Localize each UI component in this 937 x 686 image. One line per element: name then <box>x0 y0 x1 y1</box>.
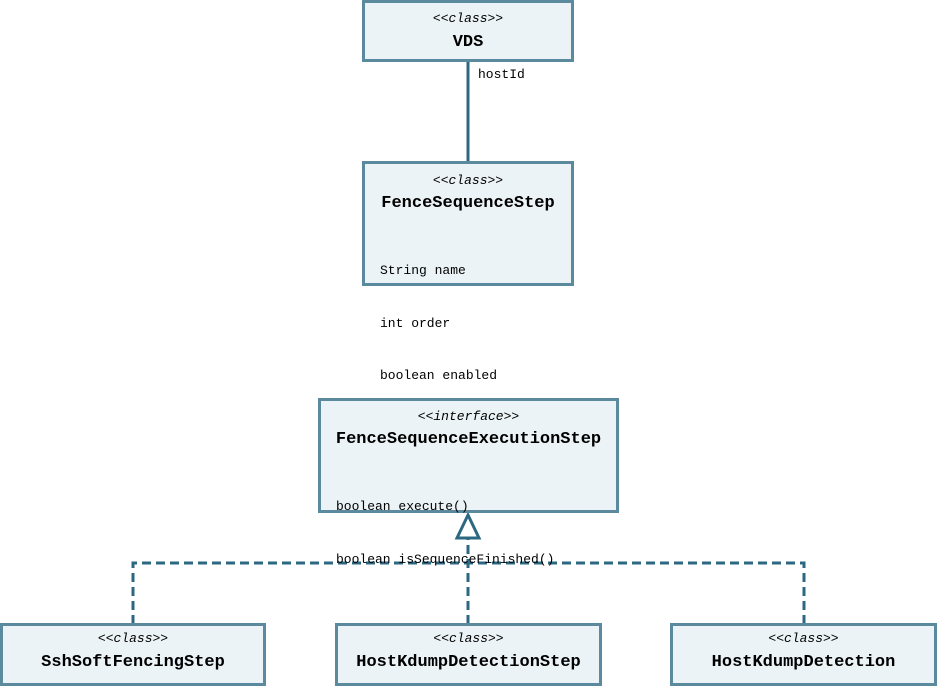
class-name: HostKdumpDetection <box>711 653 896 672</box>
stereotype-label: <<class>> <box>432 173 504 188</box>
stereotype-label: <<class>> <box>768 631 839 646</box>
class-name: FenceSequenceStep <box>381 194 555 213</box>
interface-name: FenceSequenceExecutionStep <box>335 430 602 449</box>
interface-box-fence-sequence-execution-step[interactable]: <<interface>> FenceSequenceExecutionStep… <box>318 398 619 567</box>
association-label-hostid: hostId <box>478 67 525 82</box>
stereotype-label: <<class>> <box>97 631 169 646</box>
attribute-enabled: boolean enabled <box>380 368 498 383</box>
class-box-host-kdump-detection[interactable]: <<class>> HostKdumpDetection <box>670 623 937 686</box>
class-box-ssh-soft-fencing-step[interactable]: <<class>> SshSoftFencingStep <box>0 623 266 686</box>
realization-arrowhead <box>454 511 482 540</box>
class-name: HostKdumpDetectionStep <box>356 653 581 672</box>
stereotype-label: <<class>> <box>433 631 504 646</box>
attribute-name: String name <box>380 263 466 278</box>
attribute-order: int order <box>380 315 451 331</box>
attribute-list: String name int order boolean enabled <box>380 227 497 420</box>
class-name: SshSoftFencingStep <box>41 653 225 672</box>
class-name: VDS <box>452 33 484 52</box>
stereotype-label: <<interface>> <box>417 409 520 424</box>
method-is-sequence-finished: boolean isSequenceFinished() <box>336 551 555 567</box>
method-list: boolean execute() boolean isSequenceFini… <box>336 463 554 603</box>
class-box-fence-sequence-step[interactable]: <<class>> FenceSequenceStep String name … <box>362 161 574 383</box>
class-box-vds[interactable]: <<class>> VDS <box>362 0 574 62</box>
method-execute: boolean execute() <box>336 499 469 514</box>
stereotype-label: <<class>> <box>432 11 504 26</box>
class-box-host-kdump-detection-step[interactable]: <<class>> HostKdumpDetectionStep <box>335 623 602 686</box>
